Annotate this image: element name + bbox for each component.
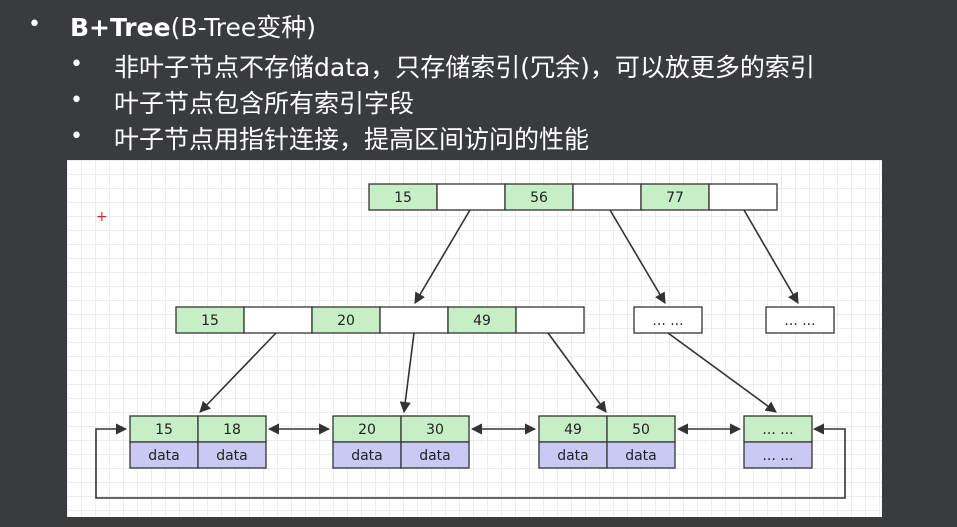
- placeholder-node: ... ...: [765, 306, 835, 334]
- bullet-text: 叶子节点用指针连接，提高区间访问的性能: [114, 125, 590, 154]
- leaf-data-cell-label: data: [419, 448, 451, 464]
- leaf-key-cell: [197, 415, 267, 443]
- placeholder-cell-label: ... ...: [652, 313, 683, 329]
- leaf-data-cell-label: data: [625, 448, 657, 464]
- leaf-key-cell-label: ... ...: [762, 422, 793, 438]
- leaf-node: 20 data 30 data: [332, 415, 470, 469]
- leaf-data-cell: [743, 441, 813, 469]
- key-cell: [175, 306, 245, 334]
- bullet-dot: •: [28, 12, 41, 37]
- key-cell-label: 15: [201, 313, 219, 329]
- leaf-key-cell-label: 30: [426, 422, 444, 438]
- root-node: 15 56 77: [368, 183, 778, 211]
- leaf-data-cell-label: ... ...: [762, 448, 793, 464]
- edge-internal-to-leaf: [199, 332, 277, 413]
- pointer-cell: [572, 183, 642, 211]
- leaf-data-cell-label: data: [216, 448, 248, 464]
- edges: [95, 209, 846, 499]
- leaf-key-cell-label: 18: [223, 422, 241, 438]
- key-cell-label: 77: [666, 190, 684, 206]
- leaf-key-cell: [606, 415, 676, 443]
- slide-bullets: • B+Tree(B-Tree变种) • 非叶子节点不存储data，只存储索引(…: [0, 0, 957, 160]
- edge-root-to-placeholder: [609, 209, 666, 304]
- key-cell-label: 56: [530, 190, 548, 206]
- leaf-data-cell: [538, 441, 608, 469]
- leaf-loop-arrow: [95, 423, 846, 499]
- leaf-node: 15 data 18 data: [129, 415, 267, 469]
- edge-internal-to-leaf: [399, 332, 415, 414]
- bullet-dot: •: [70, 88, 83, 113]
- pointer-cell: [379, 306, 449, 334]
- leaf-key-cell-label: 15: [155, 422, 173, 438]
- pointer-cell: [243, 306, 313, 334]
- pointer-cell: [708, 183, 778, 211]
- leaf-data-cell-label: data: [351, 448, 383, 464]
- leaf-data-cell: [400, 441, 470, 469]
- leaf-data-cell-label: data: [557, 448, 589, 464]
- placeholder-cell: [765, 306, 835, 334]
- placeholder-cell: [633, 306, 703, 334]
- key-cell-label: 15: [394, 190, 412, 206]
- placeholder-node: ... ...: [633, 306, 703, 334]
- leaf-data-cell: [332, 441, 402, 469]
- leaf-key-cell: [129, 415, 199, 443]
- cursor-plus-mark: +: [96, 209, 108, 225]
- leaf-node: 49 data 50 data: [538, 415, 676, 469]
- placeholder-cell-label: ... ...: [784, 313, 815, 329]
- key-cell: [368, 183, 438, 211]
- edge-placeholder-to-leaf: [667, 332, 777, 413]
- heading-rest: (B-Tree变种): [170, 13, 317, 42]
- bullet-dot: •: [70, 124, 83, 149]
- leaf-data-cell: [197, 441, 267, 469]
- leaf-data-cell: [606, 441, 676, 469]
- bullet-text: 叶子节点包含所有索引字段: [114, 89, 415, 118]
- edge-root-to-placeholder: [743, 209, 799, 304]
- key-cell: [504, 183, 574, 211]
- edge-internal-to-leaf: [547, 332, 607, 413]
- leaf-key-cell-label: 20: [358, 422, 376, 438]
- leaf-key-cell: [400, 415, 470, 443]
- leaf-node: ... ... ... ...: [743, 415, 813, 469]
- pointer-cell: [515, 306, 585, 334]
- leaf-key-cell-label: 50: [632, 422, 650, 438]
- leaf-data-cell: [129, 441, 199, 469]
- key-cell: [447, 306, 517, 334]
- leaf-key-cell: [538, 415, 608, 443]
- key-cell-label: 20: [337, 313, 355, 329]
- pointer-cell: [436, 183, 506, 211]
- leaf-data-cell-label: data: [148, 448, 180, 464]
- key-cell-label: 49: [473, 313, 491, 329]
- bullet-text: 非叶子节点不存储data，只存储索引(冗余)，可以放更多的索引: [114, 53, 815, 82]
- bullet-dot: •: [70, 52, 83, 77]
- internal-node: 15 20 49: [175, 306, 585, 334]
- heading-bold: B+Tree: [70, 13, 171, 42]
- heading-text: B+Tree(B-Tree变种): [70, 8, 316, 44]
- leaf-key-cell-label: 49: [564, 422, 582, 438]
- edge-root-to-internal: [414, 209, 471, 304]
